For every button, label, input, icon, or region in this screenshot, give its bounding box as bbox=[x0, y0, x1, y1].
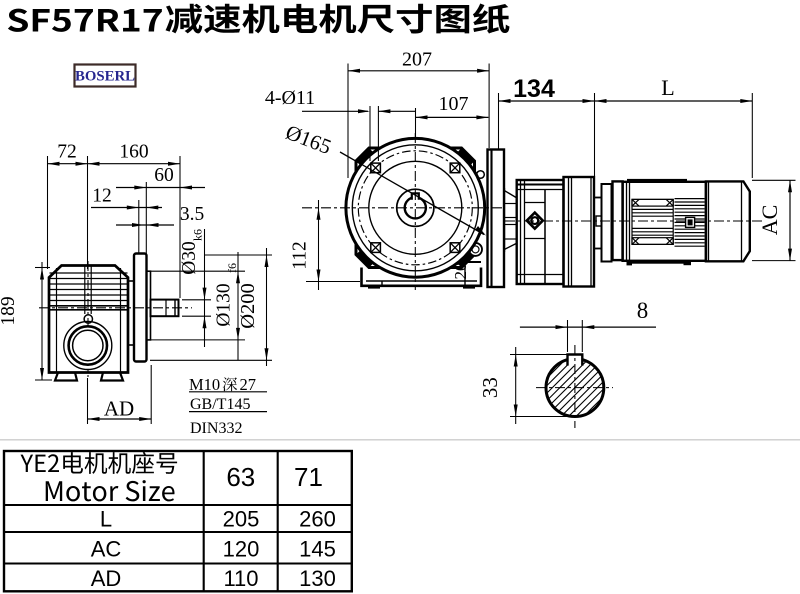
svg-text:189: 189 bbox=[0, 296, 19, 325]
svg-text:20: 20 bbox=[451, 263, 470, 280]
svg-text:BOSERL: BOSERL bbox=[75, 69, 135, 85]
svg-text:130: 130 bbox=[299, 566, 336, 591]
svg-text:107: 107 bbox=[439, 93, 469, 115]
svg-text:4-Ø11: 4-Ø11 bbox=[265, 87, 315, 109]
svg-text:207: 207 bbox=[402, 49, 432, 71]
svg-text:72: 72 bbox=[57, 142, 77, 163]
svg-text:AC: AC bbox=[757, 205, 782, 236]
svg-text:f6: f6 bbox=[225, 263, 239, 273]
svg-text:AD: AD bbox=[104, 397, 134, 421]
svg-text:AD: AD bbox=[91, 566, 122, 591]
svg-text:GB/T145: GB/T145 bbox=[190, 396, 250, 413]
svg-text:63: 63 bbox=[226, 462, 255, 492]
svg-text:L: L bbox=[661, 75, 674, 100]
svg-text:AC: AC bbox=[91, 537, 122, 562]
svg-text:12: 12 bbox=[92, 186, 112, 207]
svg-text:120: 120 bbox=[223, 537, 260, 562]
svg-text:M10: M10 bbox=[189, 375, 220, 394]
svg-text:DIN332: DIN332 bbox=[190, 420, 242, 437]
svg-text:k6: k6 bbox=[191, 229, 205, 241]
svg-text:8: 8 bbox=[637, 298, 649, 323]
svg-text:3.5: 3.5 bbox=[180, 204, 204, 225]
svg-text:33: 33 bbox=[478, 377, 502, 398]
svg-text:260: 260 bbox=[299, 507, 336, 532]
svg-text:60: 60 bbox=[154, 165, 174, 186]
svg-text:205: 205 bbox=[223, 507, 260, 532]
svg-text:112: 112 bbox=[290, 241, 311, 270]
svg-text:145: 145 bbox=[299, 537, 336, 562]
svg-text:27: 27 bbox=[240, 375, 257, 394]
svg-text:134: 134 bbox=[513, 75, 555, 103]
svg-text:Ø200: Ø200 bbox=[237, 283, 259, 329]
svg-text:L: L bbox=[100, 507, 112, 532]
svg-text:110: 110 bbox=[223, 566, 258, 591]
svg-text:160: 160 bbox=[119, 142, 148, 163]
svg-text:71: 71 bbox=[294, 462, 323, 492]
svg-text:Ø30: Ø30 bbox=[179, 241, 200, 275]
svg-text:Ø130: Ø130 bbox=[214, 283, 235, 326]
